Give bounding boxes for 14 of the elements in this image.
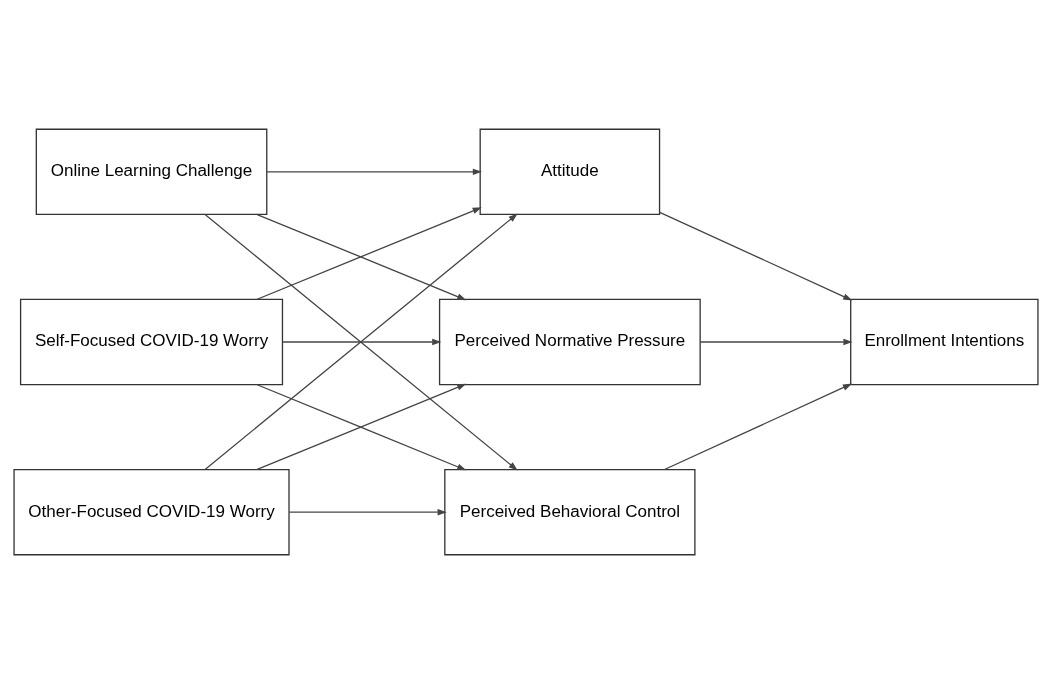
arrow xyxy=(266,168,482,175)
node-box: Perceived Normative Pressure xyxy=(438,298,701,386)
arrow xyxy=(204,213,518,471)
arrow xyxy=(699,338,853,346)
node-box: Enrollment Intentions xyxy=(850,298,1039,386)
node-box: Online Learning Challenge xyxy=(35,128,268,215)
node-box: Perceived Behavioral Control xyxy=(444,469,696,556)
node-box: Attitude xyxy=(479,128,661,215)
arrow xyxy=(663,383,853,471)
arrow xyxy=(282,338,442,346)
arrow xyxy=(659,211,853,301)
arrow xyxy=(288,509,447,516)
node-box: Other-Focused COVID-19 Worry xyxy=(13,469,290,556)
node-box: Self-Focused COVID-19 Worry xyxy=(19,298,284,386)
